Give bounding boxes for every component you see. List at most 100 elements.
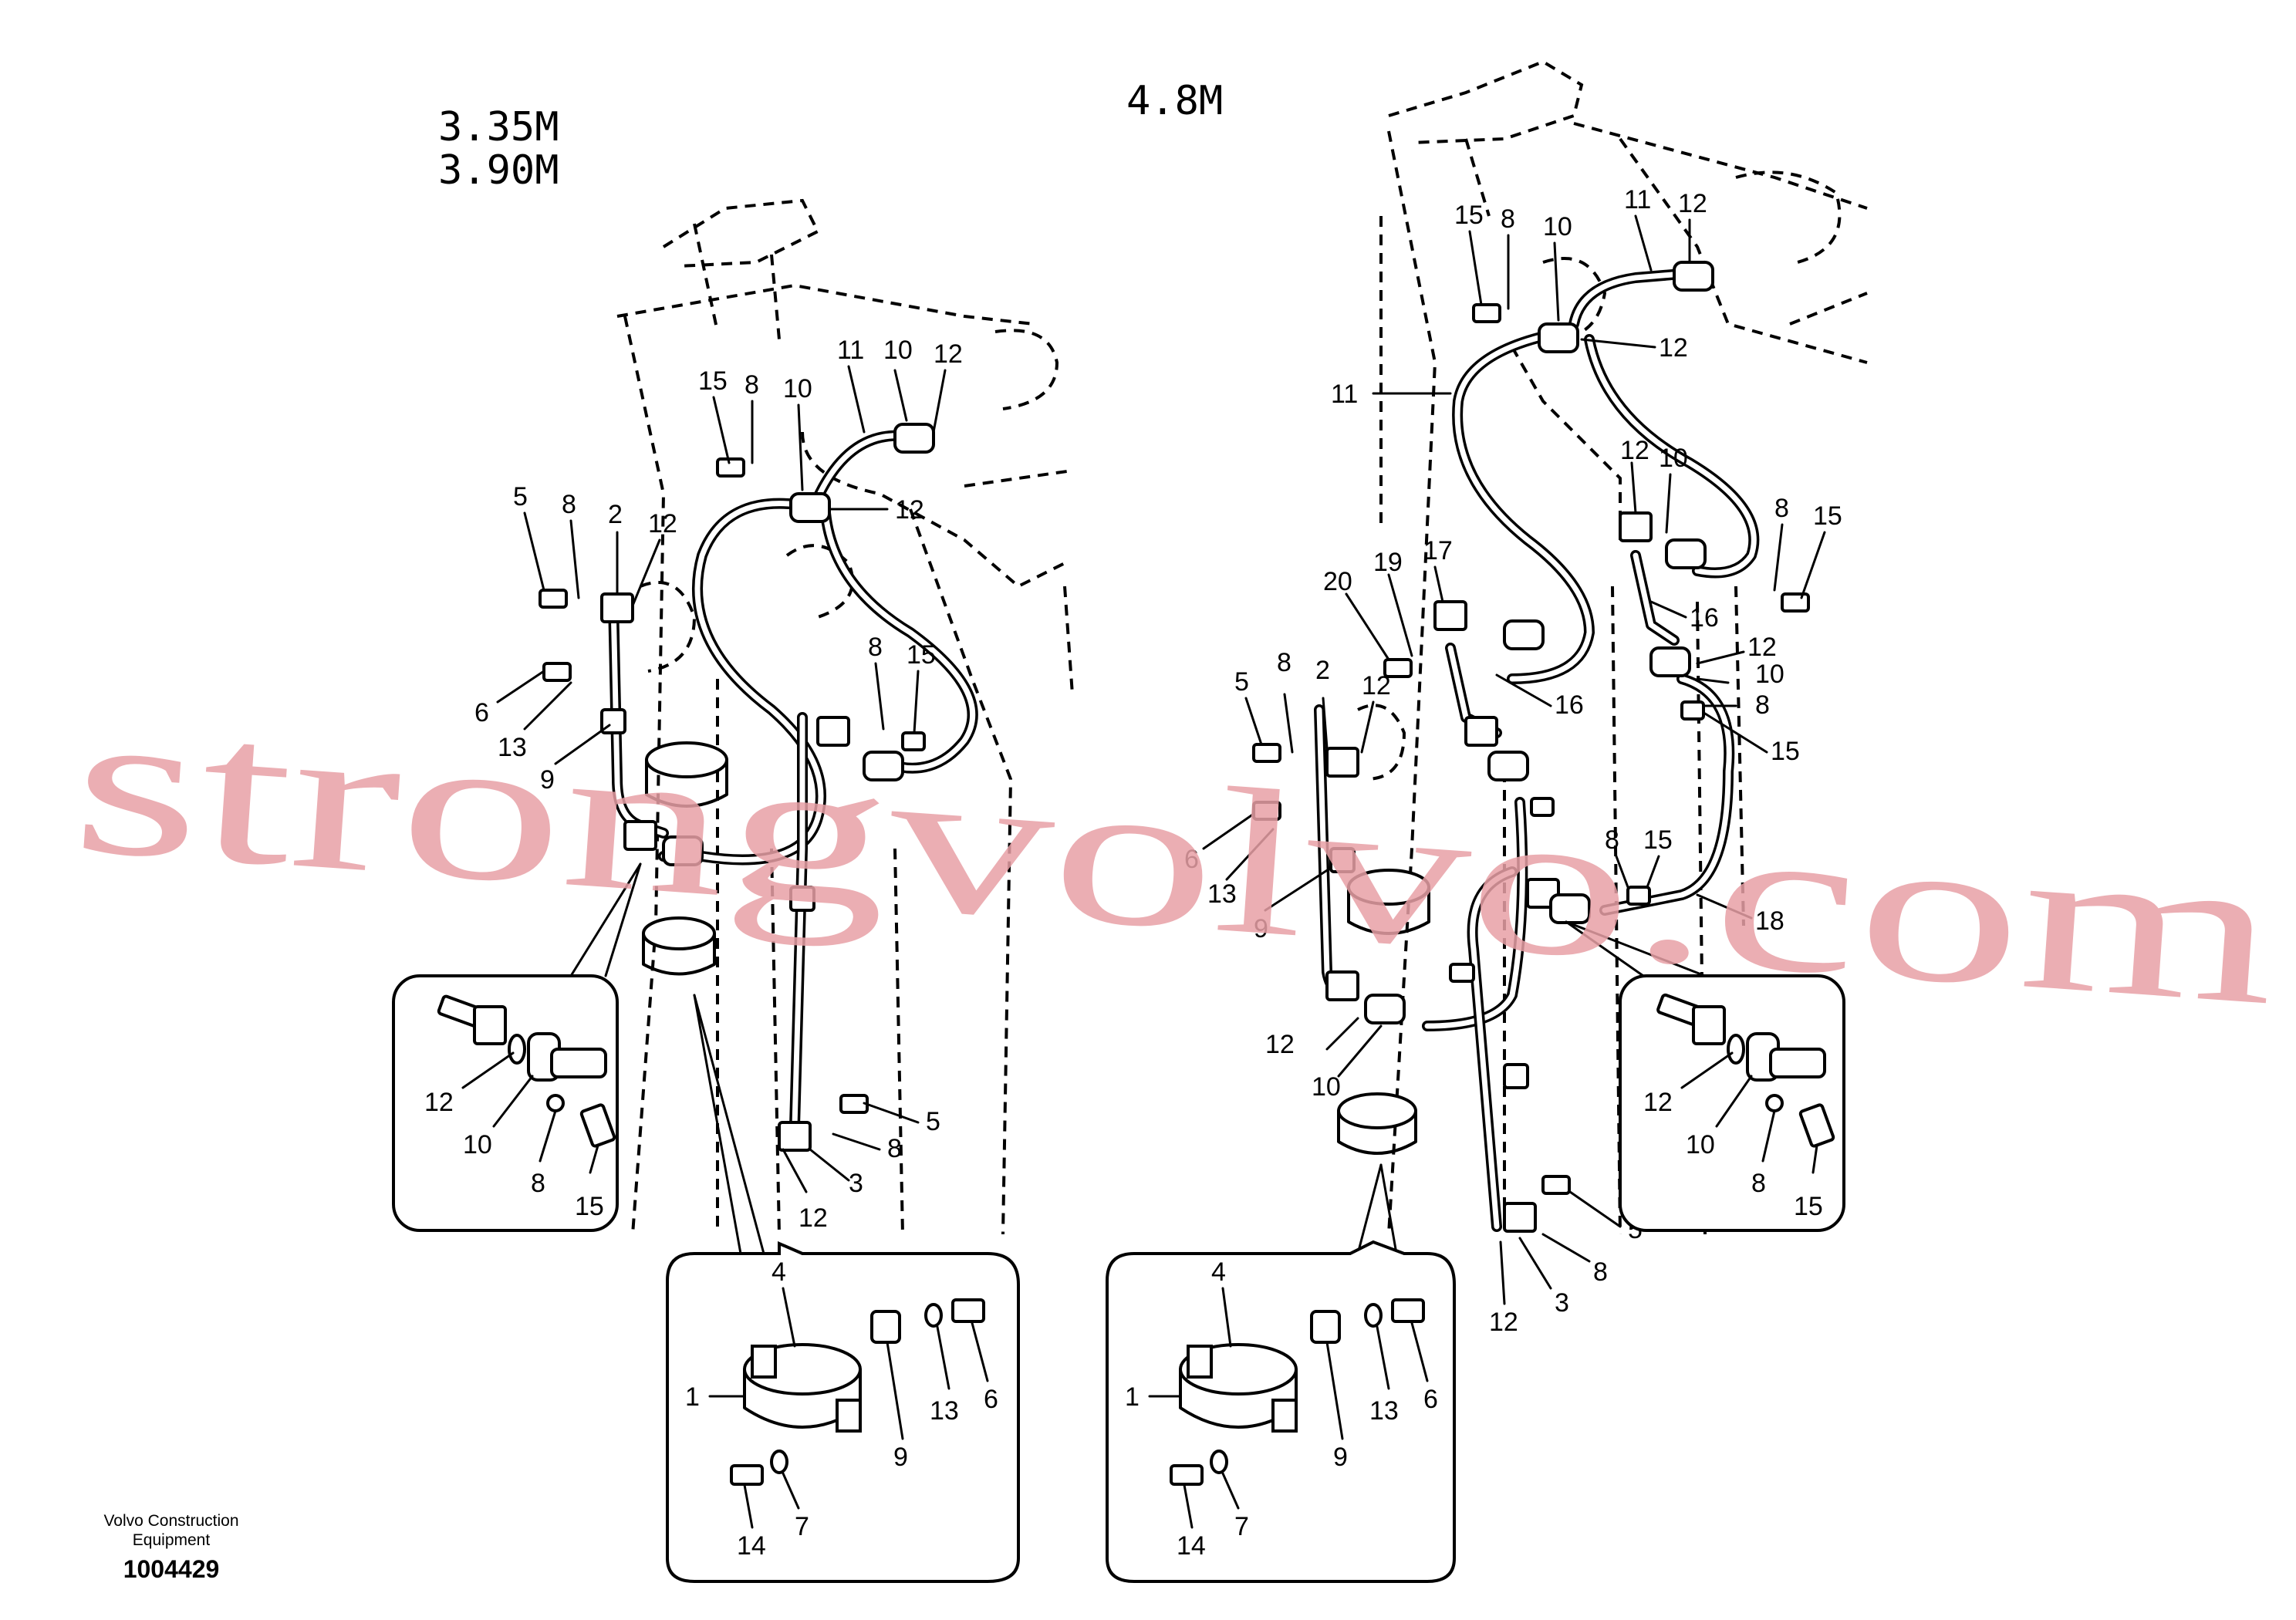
callout: 18 xyxy=(1755,906,1784,936)
callout: 5 xyxy=(926,1107,940,1136)
left-leaders xyxy=(496,365,947,1193)
callout: 13 xyxy=(1207,879,1237,909)
callout: 8 xyxy=(1501,204,1515,234)
callout: 7 xyxy=(1234,1512,1249,1541)
callout: 2 xyxy=(1315,656,1330,685)
callout: 5 xyxy=(1234,667,1249,697)
callout: 14 xyxy=(737,1531,766,1561)
callout: 8 xyxy=(868,633,883,662)
drawing-number: 1004429 xyxy=(123,1555,220,1583)
callout: 6 xyxy=(1423,1385,1438,1414)
left-heading-2: 3.90M xyxy=(438,147,559,194)
callout: 8 xyxy=(887,1134,902,1163)
left-callouts: 15 8 10 11 10 12 12 5 8 2 12 6 13 9 8 15… xyxy=(474,336,963,1233)
callout: 19 xyxy=(1373,548,1403,577)
callout: 10 xyxy=(1686,1130,1715,1159)
callout: 8 xyxy=(531,1169,545,1198)
callout: 1 xyxy=(685,1382,700,1412)
callout: 12 xyxy=(895,495,924,525)
company-name-line-2: Equipment xyxy=(133,1531,211,1549)
callout: 12 xyxy=(424,1088,454,1117)
callout: 12 xyxy=(799,1203,828,1233)
callout: 10 xyxy=(1312,1072,1341,1102)
callout: 12 xyxy=(934,339,963,369)
callout: 10 xyxy=(883,336,913,365)
left-heading-1: 3.35M xyxy=(438,104,559,150)
callout: 11 xyxy=(1624,185,1651,214)
callout: 15 xyxy=(1643,825,1673,855)
callout: 15 xyxy=(575,1192,604,1221)
callout: 8 xyxy=(1593,1257,1608,1287)
right-assembly: 15 8 10 11 12 12 11 12 10 8 15 16 20 19 … xyxy=(1106,59,1868,1583)
callout: 15 xyxy=(1794,1192,1823,1221)
right-inset-fitting xyxy=(1565,920,1845,1232)
callout: 1 xyxy=(1125,1382,1140,1412)
company-name-line-1: Volvo Construction xyxy=(103,1512,238,1530)
right-inset-fitting-callouts: 12 10 8 15 xyxy=(1643,1088,1823,1221)
callout: 10 xyxy=(1659,444,1688,473)
callout: 15 xyxy=(1454,201,1484,230)
left-inset-clamp-callouts: 4 1 9 13 6 14 7 xyxy=(685,1257,998,1561)
callout: 14 xyxy=(1177,1531,1206,1561)
right-inset-clamp xyxy=(1106,1163,1456,1583)
callout: 17 xyxy=(1423,536,1453,565)
right-leaders xyxy=(1202,214,1826,1305)
callout: 3 xyxy=(1555,1288,1569,1318)
callout: 12 xyxy=(1643,1088,1673,1117)
right-callouts: 15 8 10 11 12 12 11 12 10 8 15 16 20 19 … xyxy=(1184,185,1842,1337)
callout: 6 xyxy=(474,698,489,727)
callout: 4 xyxy=(1211,1257,1226,1287)
callout: 12 xyxy=(1489,1308,1518,1337)
callout: 3 xyxy=(849,1169,863,1198)
callout: 9 xyxy=(893,1443,908,1472)
callout: 5 xyxy=(513,482,528,511)
callout: 12 xyxy=(1265,1030,1295,1059)
callout: 15 xyxy=(907,640,936,670)
callout: 8 xyxy=(1605,825,1619,855)
callout: 11 xyxy=(1331,380,1358,409)
callout: 20 xyxy=(1323,567,1352,596)
callout: 13 xyxy=(498,733,527,762)
callout: 10 xyxy=(783,374,812,403)
callout: 6 xyxy=(1184,845,1199,874)
callout: 8 xyxy=(1277,648,1292,677)
right-fittings xyxy=(1252,261,1810,1233)
callout: 12 xyxy=(1747,633,1777,662)
callout: 8 xyxy=(745,370,759,400)
callout: 16 xyxy=(1555,690,1584,720)
callout: 15 xyxy=(1813,501,1842,531)
callout: 12 xyxy=(1362,671,1391,700)
right-inset-clamp-callouts: 4 1 9 13 6 14 7 xyxy=(1125,1257,1438,1561)
left-inset-fitting-callouts: 12 10 8 15 xyxy=(424,1088,604,1221)
callout: 10 xyxy=(1543,212,1572,241)
callout: 8 xyxy=(1755,690,1770,720)
callout: 16 xyxy=(1690,603,1719,633)
callout: 12 xyxy=(648,509,677,538)
callout: 13 xyxy=(1369,1396,1399,1426)
left-hoses xyxy=(608,430,978,1132)
left-inset-fitting xyxy=(392,862,642,1232)
left-inset-clamp xyxy=(666,994,1020,1583)
callout: 10 xyxy=(463,1130,492,1159)
callout: 11 xyxy=(837,336,864,365)
callout: 12 xyxy=(1678,189,1707,218)
callout: 8 xyxy=(1751,1169,1766,1198)
callout: 15 xyxy=(1771,737,1800,766)
callout: 9 xyxy=(540,765,555,795)
callout: 8 xyxy=(562,490,576,519)
callout: 6 xyxy=(984,1385,998,1414)
callout: 9 xyxy=(1254,914,1268,943)
callout: 9 xyxy=(1333,1443,1348,1472)
right-heading: 4.8M xyxy=(1126,78,1223,124)
callout: 4 xyxy=(772,1257,786,1287)
callout: 12 xyxy=(1659,333,1688,363)
callout: 2 xyxy=(608,500,623,529)
left-assembly: 15 8 10 11 10 12 12 5 8 2 12 6 13 9 8 15… xyxy=(392,198,1074,1583)
callout: 12 xyxy=(1620,436,1649,465)
callout: 7 xyxy=(795,1512,809,1541)
callout: 15 xyxy=(698,366,728,396)
callout: 8 xyxy=(1774,494,1789,523)
callout: 10 xyxy=(1755,660,1784,689)
callout: 13 xyxy=(930,1396,959,1426)
